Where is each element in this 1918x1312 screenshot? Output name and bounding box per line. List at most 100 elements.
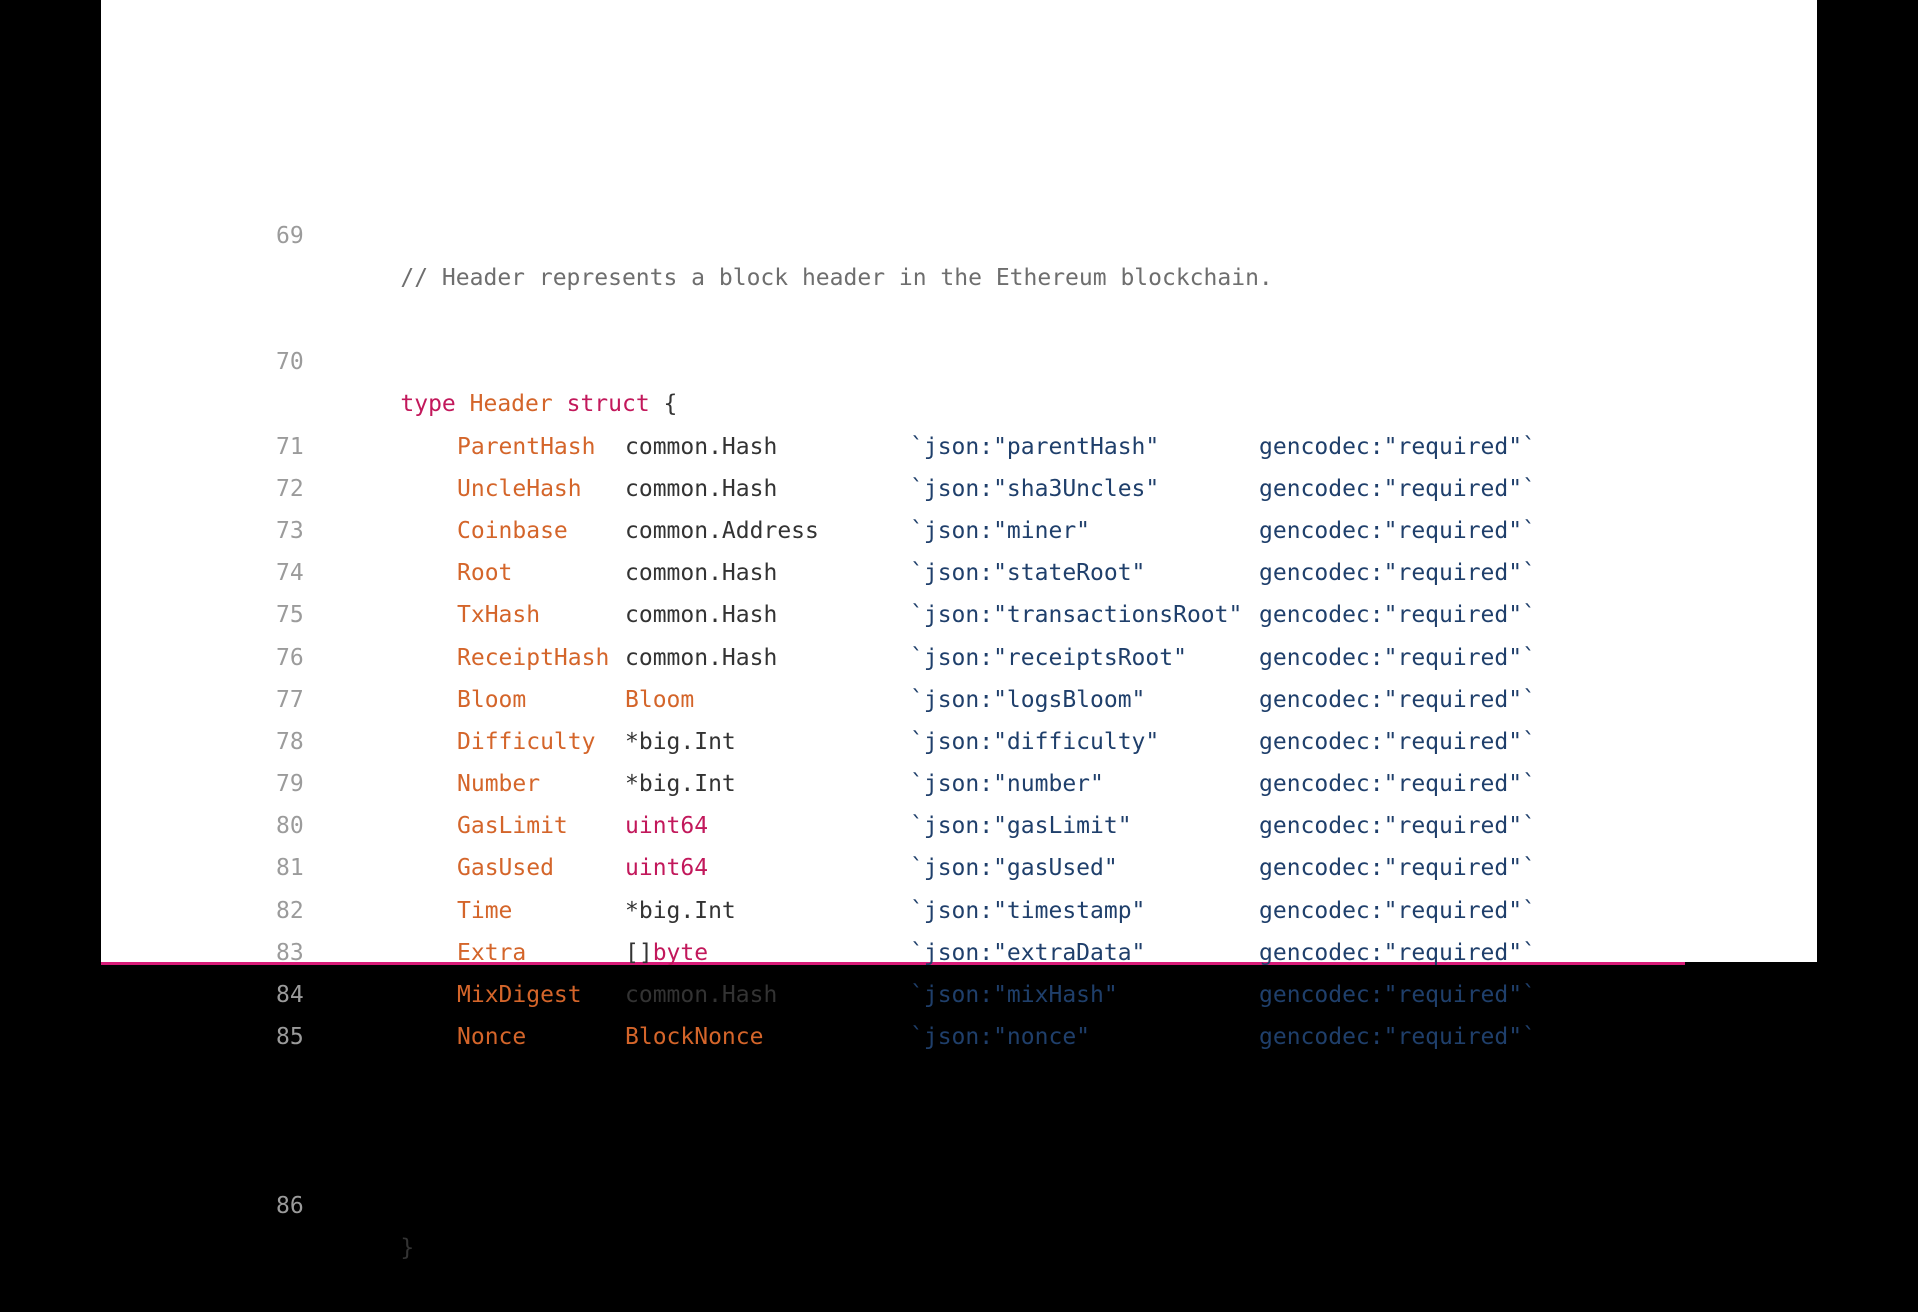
field-type-name: common.Hash <box>625 433 778 460</box>
json-tag: `json:"parentHash" <box>910 433 1160 460</box>
field-name: MixDigest <box>457 982 582 1009</box>
field-type-prefix: [] <box>625 939 653 966</box>
struct-fields: 71 ParentHash common.Hash `json:"parentHash… <box>276 426 1536 1059</box>
keyword-type: type <box>400 391 456 418</box>
field-type-name: uint64 <box>625 813 709 840</box>
json-tag: `json:"miner" <box>910 517 1091 544</box>
gencodec-tag: gencodec:"required"` <box>1259 855 1536 882</box>
field-type-name: byte <box>652 939 709 966</box>
gencodec-tag: gencodec:"required"` <box>1259 560 1536 587</box>
field-name: Coinbase <box>457 517 568 544</box>
code-line: 70 type Header struct { <box>276 299 1273 417</box>
gencodec-tag: gencodec:"required"` <box>1259 644 1536 671</box>
field-name: Extra <box>457 939 527 966</box>
field-name: ParentHash <box>457 433 596 460</box>
gencodec-tag: gencodec:"required"` <box>1259 433 1536 460</box>
struct-field-row: 75 TxHash common.Hash `json:"transactionsRo… <box>276 594 1536 636</box>
field-type-name: BlockNonce <box>625 1024 764 1051</box>
close-brace: } <box>400 1235 415 1262</box>
accent-divider <box>101 962 1685 965</box>
field-type: *big.Int <box>625 721 736 763</box>
line-number: 79 <box>276 771 304 798</box>
json-tag: `json:"number" <box>910 771 1104 798</box>
json-tag: `json:"gasLimit" <box>910 813 1132 840</box>
struct-field-row: 85 Nonce BlockNonce `json:"nonce" gencodec:"… <box>276 1016 1536 1058</box>
field-type: common.Address <box>625 510 819 552</box>
json-tag: `json:"gasUsed" <box>910 855 1118 882</box>
struct-field-row: 74 Root common.Hash `json:"stateRoot" gencod… <box>276 552 1536 594</box>
field-type: Bloom <box>625 679 694 721</box>
line-number: 81 <box>276 855 304 882</box>
gencodec-tag: gencodec:"required"` <box>1259 728 1536 755</box>
gencodec-tag: gencodec:"required"` <box>1259 517 1536 544</box>
json-tag: `json:"nonce" <box>910 1024 1091 1051</box>
line-number: 73 <box>276 517 304 544</box>
line-number: 85 <box>276 1024 304 1051</box>
field-type: common.Hash <box>625 552 777 594</box>
struct-field-row: 84 MixDigest common.Hash `json:"mixHash" gen… <box>276 974 1536 1016</box>
field-name: Nonce <box>457 1024 527 1051</box>
code-comment: // Header represents a block header in t… <box>400 264 1273 291</box>
struct-field-row: 71 ParentHash common.Hash `json:"parentHash… <box>276 426 1536 468</box>
field-type-name: Bloom <box>625 686 695 713</box>
field-type: BlockNonce <box>625 1016 763 1058</box>
gencodec-tag: gencodec:"required"` <box>1259 686 1536 713</box>
field-type-name: *big.Int <box>625 728 736 755</box>
field-type-name: common.Hash <box>625 644 778 671</box>
field-type-name: common.Hash <box>625 602 778 629</box>
field-type-name: common.Address <box>625 517 819 544</box>
field-type: *big.Int <box>625 890 736 932</box>
keyword-struct: struct <box>566 391 650 418</box>
field-type-name: common.Hash <box>625 982 778 1009</box>
field-type: uint64 <box>625 805 708 847</box>
line-number: 75 <box>276 602 304 629</box>
field-name: ReceiptHash <box>457 644 610 671</box>
field-type: common.Hash <box>625 974 777 1016</box>
json-tag: `json:"transactionsRoot" <box>910 602 1243 629</box>
line-number: 82 <box>276 897 304 924</box>
line-number: 77 <box>276 686 304 713</box>
line-number: 83 <box>276 939 304 966</box>
struct-field-row: 83 Extra []byte `json:"extraData" gencodec:"… <box>276 932 1536 974</box>
field-name: TxHash <box>457 602 541 629</box>
gencodec-tag: gencodec:"required"` <box>1259 475 1536 502</box>
field-name: Root <box>457 560 513 587</box>
json-tag: `json:"timestamp" <box>910 897 1146 924</box>
field-type-name: common.Hash <box>625 475 778 502</box>
gencodec-tag: gencodec:"required"` <box>1259 939 1536 966</box>
field-type: common.Hash <box>625 594 777 636</box>
json-tag: `json:"extraData" <box>910 939 1146 966</box>
line-number: 71 <box>276 433 304 460</box>
line-number: 72 <box>276 475 304 502</box>
line-number: 69 <box>276 222 304 249</box>
json-tag: `json:"logsBloom" <box>910 686 1146 713</box>
field-type: common.Hash <box>625 426 777 468</box>
json-tag: `json:"stateRoot" <box>910 560 1146 587</box>
line-number: 84 <box>276 982 304 1009</box>
line-number: 74 <box>276 560 304 587</box>
gencodec-tag: gencodec:"required"` <box>1259 1024 1536 1051</box>
json-tag: `json:"mixHash" <box>910 982 1118 1009</box>
field-type: common.Hash <box>625 637 777 679</box>
code-page <box>101 0 1817 962</box>
struct-field-row: 82 Time *big.Int `json:"timestamp" gencodec:… <box>276 890 1536 932</box>
json-tag: `json:"sha3Uncles" <box>910 475 1160 502</box>
struct-name: Header <box>469 391 553 418</box>
open-brace: { <box>663 391 678 418</box>
line-number: 86 <box>276 1193 304 1220</box>
gencodec-tag: gencodec:"required"` <box>1259 897 1536 924</box>
field-type: []byte <box>625 932 708 974</box>
gencodec-tag: gencodec:"required"` <box>1259 813 1536 840</box>
field-type: common.Hash <box>625 468 777 510</box>
line-number: 78 <box>276 728 304 755</box>
field-name: Difficulty <box>457 728 596 755</box>
field-type: uint64 <box>625 847 708 889</box>
gencodec-tag: gencodec:"required"` <box>1259 982 1536 1009</box>
field-name: Time <box>457 897 513 924</box>
